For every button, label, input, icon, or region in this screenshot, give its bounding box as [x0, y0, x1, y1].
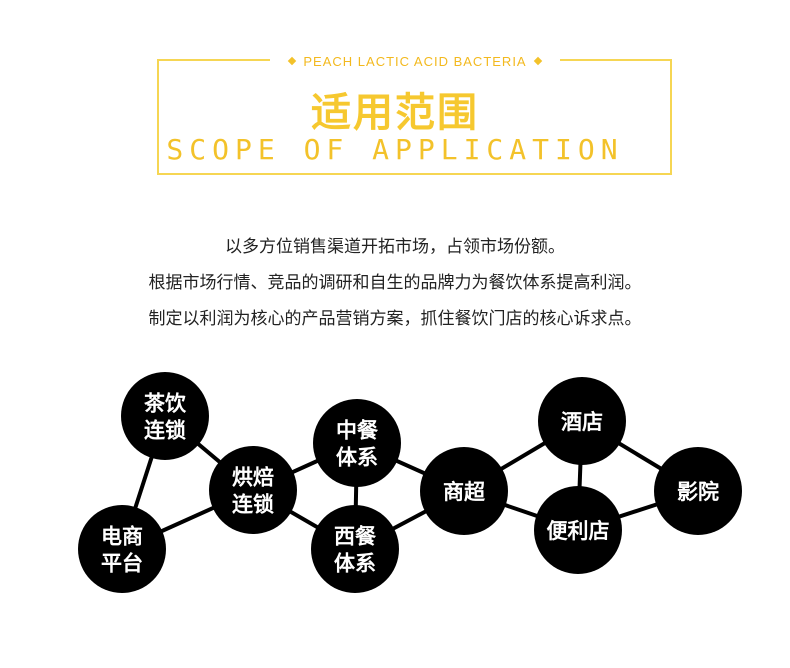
node-circle [311, 505, 399, 593]
node-cinema: 影院 [654, 447, 742, 535]
page-title-english: SCOPE OF APPLICATION [166, 133, 624, 166]
description-line: 根据市场行情、竞品的调研和自生的品牌力为餐饮体系提高利润。 [148, 273, 642, 293]
node-circle [121, 372, 209, 460]
node-circle [538, 377, 626, 465]
node-label: 连锁 [144, 419, 186, 443]
subtitle-banner: PEACH LACTIC ACID BACTERIA [270, 50, 560, 72]
node-label: 电商 [101, 525, 143, 549]
node-circle [654, 447, 742, 535]
node-label: 体系 [336, 446, 378, 470]
node-circle [313, 399, 401, 487]
node-label: 商超 [443, 480, 486, 504]
node-convenience: 便利店 [534, 486, 622, 574]
node-circle [420, 447, 508, 535]
node-label: 连锁 [232, 493, 274, 517]
node-label: 酒店 [561, 410, 603, 434]
node-circle [534, 486, 622, 574]
node-label: 烘焙 [232, 466, 274, 490]
node-label: 西餐 [334, 525, 377, 549]
page-title: 适用范围 [311, 90, 479, 136]
description-line: 制定以利润为核心的产品营销方案，抓住餐饮门店的核心诉求点。 [148, 309, 642, 329]
node-hotel: 酒店 [538, 377, 626, 465]
node-label: 茶饮 [144, 392, 187, 416]
subtitle: PEACH LACTIC ACID BACTERIA [303, 53, 527, 69]
node-label: 平台 [101, 552, 143, 576]
node-circle [209, 446, 297, 534]
node-label: 影院 [677, 480, 719, 504]
node-label: 体系 [334, 552, 376, 576]
description-line: 以多方位销售渠道开拓市场，占领市场份额。 [225, 237, 565, 257]
node-label: 便利店 [547, 519, 610, 543]
node-circle [78, 505, 166, 593]
node-supermarket: 商超 [420, 447, 508, 535]
node-label: 中餐 [336, 419, 379, 443]
